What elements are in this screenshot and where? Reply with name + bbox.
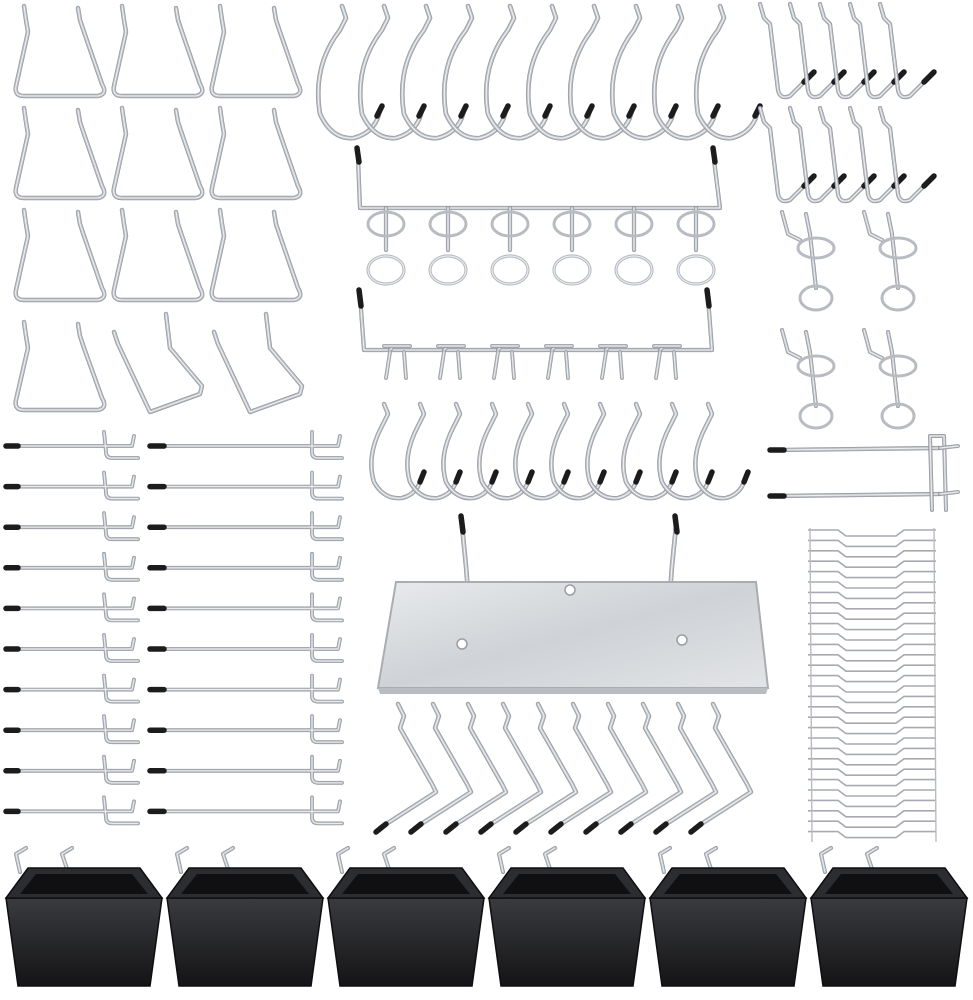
ring-hook-icon	[862, 328, 918, 430]
j-hook-icon	[567, 3, 637, 141]
straight-hook-icon	[147, 795, 344, 826]
bin-icon	[165, 846, 325, 987]
loop-hook-icon	[209, 207, 303, 303]
j-hook-icon	[441, 3, 511, 141]
ring-hook-icon	[780, 210, 836, 312]
loop-hook-icon	[111, 3, 205, 99]
zigzag-hook-icon	[513, 701, 579, 835]
double-prong-hook-icon	[767, 434, 960, 512]
straight-hook-icon	[3, 754, 140, 785]
bin-icon	[648, 846, 808, 987]
multi-prong-rack-icon	[356, 287, 715, 380]
straight-hook-icon	[3, 714, 140, 745]
zigzag-hook-icon	[548, 701, 614, 835]
straight-hook-icon	[147, 430, 344, 460]
shelf-plate-icon	[376, 513, 770, 694]
loop-hook-icon	[111, 207, 205, 303]
straight-hook-icon	[147, 470, 344, 501]
angled-loop-hook-icon	[211, 311, 305, 415]
straight-hook-icon	[147, 673, 344, 704]
straight-hook-icon	[3, 633, 140, 663]
zigzag-hook-icon	[478, 701, 544, 835]
bin-icon	[809, 846, 969, 987]
zigzag-hook-icon	[688, 701, 754, 835]
straight-hook-icon	[3, 795, 140, 826]
l-hook-icon	[847, 105, 907, 204]
straight-hook-icon	[3, 673, 140, 704]
straight-hook-icon	[3, 592, 140, 623]
locking-clip-icon	[808, 527, 937, 843]
j-hook-icon	[651, 3, 721, 141]
zigzag-hook-icon	[583, 701, 649, 835]
ring-hook-icon	[862, 210, 918, 312]
straight-hook-icon	[147, 714, 344, 745]
j-hook-icon	[315, 3, 385, 141]
straight-hook-icon	[147, 551, 344, 582]
j-hook-icon	[525, 3, 595, 141]
j-hook-icon	[609, 3, 679, 141]
zigzag-hook-icon	[373, 701, 439, 835]
zigzag-hook-icon	[408, 701, 474, 835]
bin-icon	[326, 846, 486, 987]
straight-hook-icon	[3, 511, 140, 542]
loop-hook-icon	[111, 105, 205, 201]
l-hook-icon	[817, 1, 877, 100]
zigzag-hook-icon	[443, 701, 509, 835]
l-hook-icon	[877, 105, 937, 204]
straight-hook-icon	[3, 430, 140, 460]
loop-hook-icon	[13, 3, 107, 99]
l-hook-icon	[877, 1, 937, 100]
loop-hook-icon	[13, 207, 107, 303]
l-hook-icon	[787, 1, 847, 100]
ring-hook-icon	[780, 328, 836, 430]
angled-loop-hook-icon	[111, 311, 205, 415]
ring-rack-icon	[354, 145, 723, 286]
loop-hook-icon	[13, 319, 107, 413]
bin-icon	[487, 846, 647, 987]
straight-hook-icon	[147, 592, 344, 623]
straight-hook-icon	[147, 633, 344, 663]
straight-hook-icon	[147, 511, 344, 542]
zigzag-hook-icon	[618, 701, 684, 835]
j-hook-icon	[399, 3, 469, 141]
loop-hook-icon	[209, 105, 303, 201]
straight-hook-icon	[147, 754, 344, 785]
straight-hook-icon	[3, 551, 140, 582]
j-hook-icon	[693, 401, 751, 501]
l-hook-icon	[847, 1, 907, 100]
loop-hook-icon	[209, 3, 303, 99]
straight-hook-icon	[3, 470, 140, 501]
l-hook-icon	[817, 105, 877, 204]
loop-hook-icon	[13, 105, 107, 201]
j-hook-icon	[357, 3, 427, 141]
bin-icon	[4, 846, 164, 987]
j-hook-icon	[483, 3, 553, 141]
zigzag-hook-icon	[653, 701, 719, 835]
j-hook-icon	[693, 3, 763, 141]
